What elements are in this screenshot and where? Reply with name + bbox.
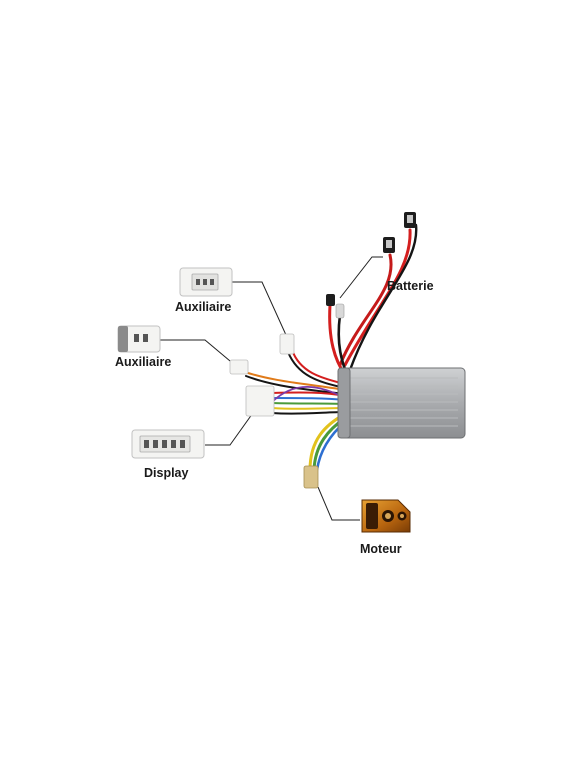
wire-harness [244, 223, 418, 472]
controller-box [337, 367, 466, 439]
motor-connector-picture [361, 499, 411, 533]
aux-left-connector-picture [117, 325, 161, 353]
leader-motor [317, 486, 360, 521]
aux-top-connector-picture [179, 267, 233, 297]
display-connector-picture [131, 429, 205, 459]
label-motor: Moteur [360, 542, 402, 556]
display-wire-yellow [271, 407, 346, 410]
label-auxiliary-top: Auxiliaire [175, 300, 232, 314]
leader-battery [339, 256, 383, 299]
aux-left-wire-orange [244, 371, 346, 391]
battery-lugs [326, 212, 416, 319]
harness-connectors [229, 333, 319, 489]
display-wire-black [271, 411, 346, 415]
label-auxiliary-left: Auxiliaire [115, 355, 172, 369]
label-display: Display [144, 466, 189, 480]
label-battery: Batterie [387, 279, 434, 293]
display-wire-green [271, 402, 346, 405]
battery-wire-red-2 [338, 253, 393, 367]
leader-aux-left [150, 339, 237, 367]
display-wire-blue [271, 397, 346, 401]
leader-display [205, 409, 256, 446]
battery-wire-black [348, 223, 418, 372]
aux-top-wire-red [291, 349, 346, 385]
battery-wire-red-1 [343, 228, 412, 367]
leader-lines [150, 256, 383, 521]
leader-aux-top [232, 281, 287, 336]
